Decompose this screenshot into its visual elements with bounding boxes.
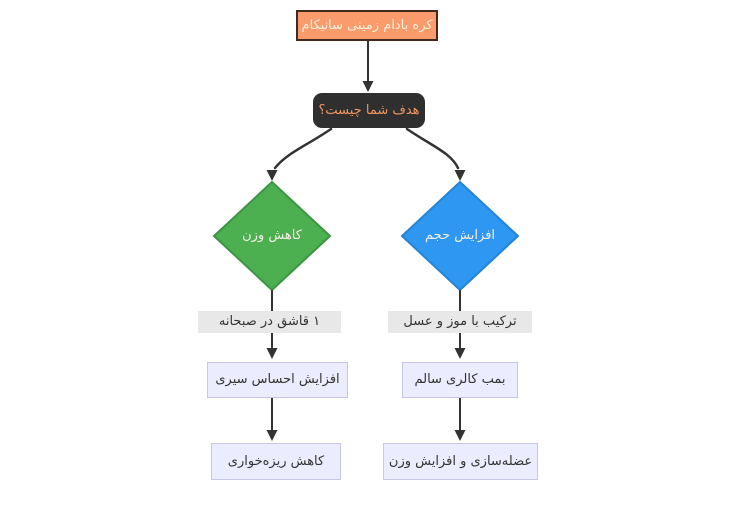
decision-node-weight-loss-label: کاهش وزن [217, 224, 327, 248]
bulking-text: افزایش حجم [425, 228, 496, 244]
edge-question-to-left [273, 127, 333, 170]
result-node-less-snacking: کاهش ریزه‌خواری [211, 443, 341, 480]
result-satiety-text: افزایش احساس سیری [215, 372, 340, 388]
arrowhead-right-result1 [454, 348, 466, 359]
result-node-muscle-gain: عضله‌سازی و افزایش وزن [383, 443, 538, 480]
root-node-label: کره بادام زمینی سانیکام [301, 17, 433, 33]
question-node: هدف شما چیست؟ [313, 93, 425, 128]
arrowhead-left-decision [266, 170, 278, 181]
root-node: کره بادام زمینی سانیکام [296, 10, 438, 41]
result-muscle-gain-text: عضله‌سازی و افزایش وزن [388, 453, 533, 469]
result-node-calorie-bomb: بمب کالری سالم [402, 362, 518, 398]
decision-node-bulking-label: افزایش حجم [405, 224, 515, 248]
result-calorie-bomb-text: بمب کالری سالم [414, 372, 506, 388]
edge-label-left: ۱ قاشق در صبحانه [198, 311, 341, 333]
edge-label-left-text: ۱ قاشق در صبحانه [218, 314, 321, 330]
arrowhead-left-result1 [266, 348, 278, 359]
arrowhead-question [362, 81, 374, 92]
arrowhead-left-result2 [266, 430, 278, 441]
edge-label-right-text: ترکیب با موز و عسل [403, 314, 517, 330]
arrowhead-right-decision [454, 170, 466, 181]
edge-label-right: ترکیب با موز و عسل [388, 311, 532, 333]
question-node-label: هدف شما چیست؟ [318, 102, 420, 118]
weight-loss-text: کاهش وزن [242, 228, 302, 244]
arrowhead-right-result2 [454, 430, 466, 441]
result-less-snacking-text: کاهش ریزه‌خواری [227, 453, 325, 469]
result-node-satiety: افزایش احساس سیری [207, 362, 348, 398]
edge-question-to-right [405, 127, 460, 170]
